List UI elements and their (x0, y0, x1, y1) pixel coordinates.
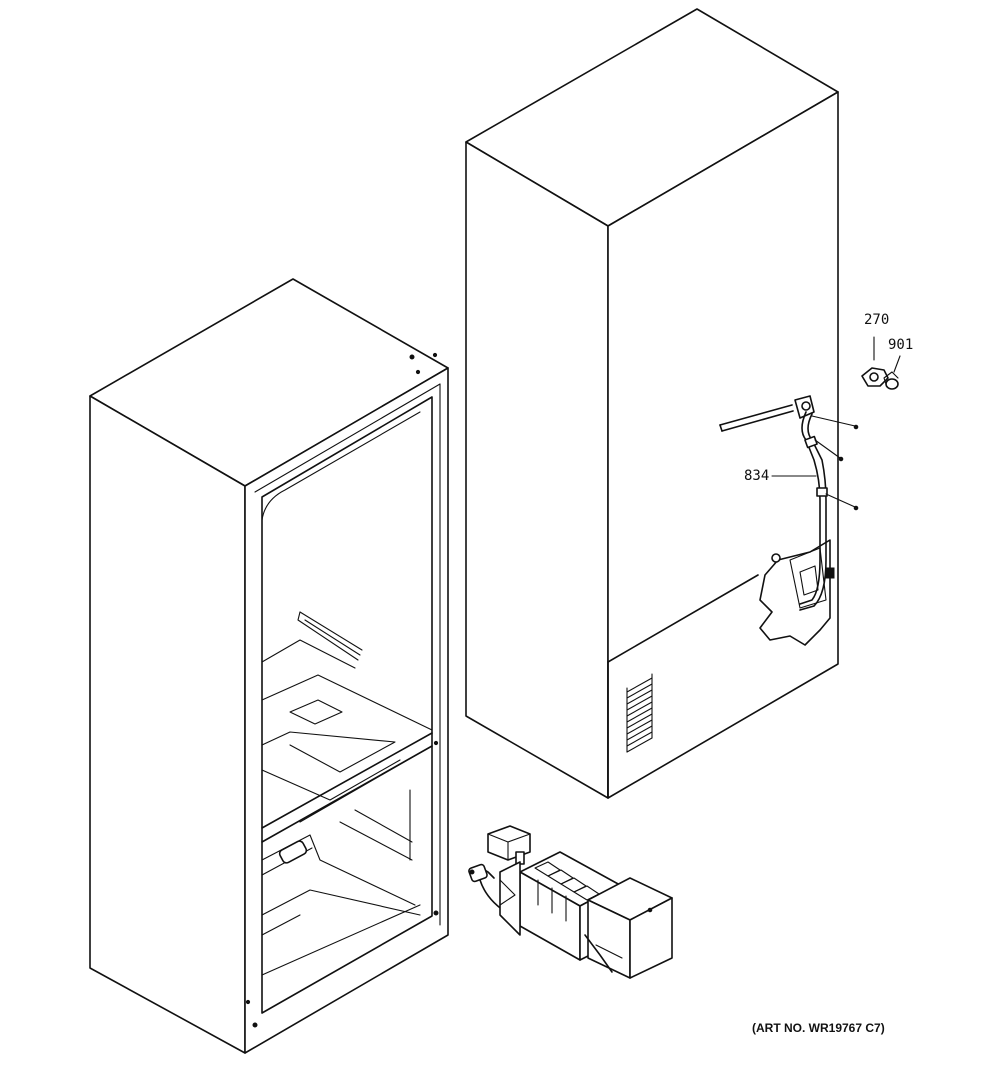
rear-vent (626, 673, 653, 753)
callout-901: 901 (888, 337, 913, 353)
callout-834: 834 (744, 468, 769, 484)
rear-cabinet (465, 8, 839, 799)
icemaker-assembly (468, 825, 673, 979)
water-line-834 (719, 395, 859, 611)
front-cabinet (89, 278, 449, 1054)
insert-901 (883, 355, 901, 390)
art-number: (ART NO. WR19767 C7) (752, 1021, 885, 1035)
fitting-270 (861, 336, 889, 387)
callout-270: 270 (864, 312, 889, 328)
